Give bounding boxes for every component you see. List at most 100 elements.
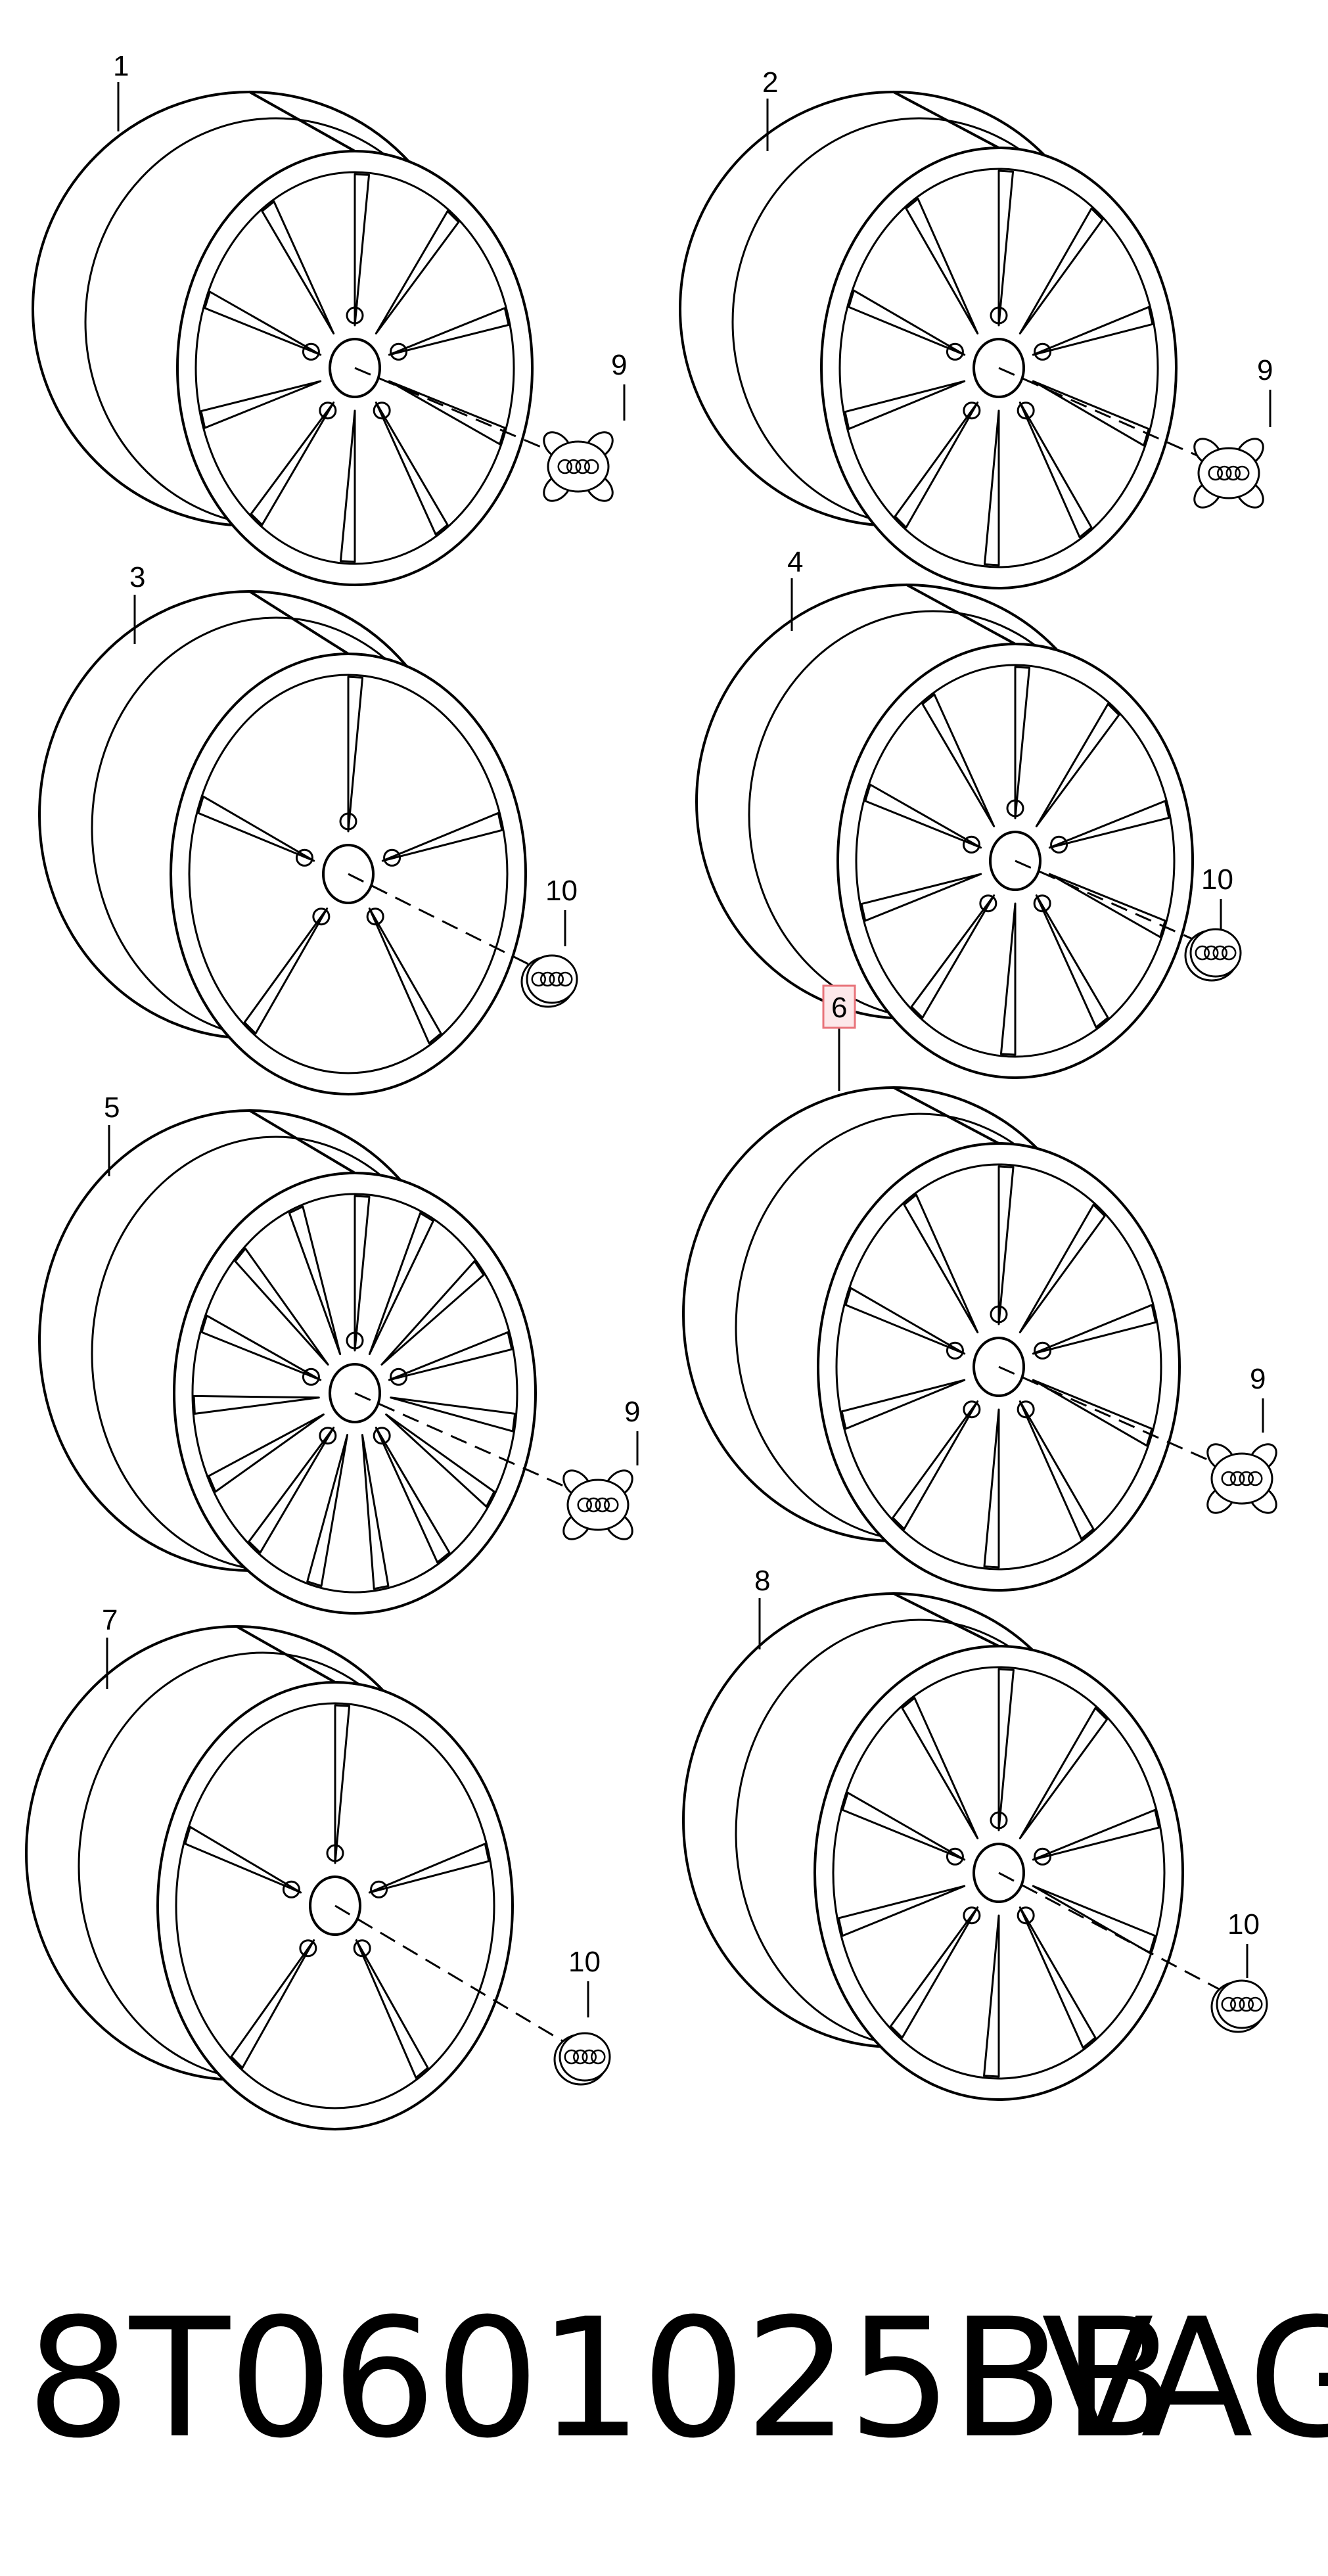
wheel-spoke: [288, 1205, 342, 1356]
wheel-spoke: [983, 409, 1000, 566]
cap-ring: [584, 459, 599, 474]
wheel-spoke: [894, 402, 979, 529]
center-cap-round: [553, 2032, 611, 2086]
cap-ring: [1248, 1996, 1263, 2012]
wheel-spoke: [243, 908, 329, 1035]
wheel-lug-hole: [370, 1880, 388, 1898]
callout-6: 6: [831, 992, 847, 1024]
wheel-spoke: [1035, 702, 1120, 827]
wheel-lug-hole: [346, 1331, 364, 1350]
wheel-lug-hole: [1034, 342, 1052, 361]
cap-ring: [595, 1497, 610, 1513]
wheel-face-inner: [188, 674, 509, 1074]
wheel-spoke: [184, 1826, 302, 1894]
callout-9-wheel-6: 9: [1250, 1363, 1266, 1395]
cap-body: [526, 954, 578, 1004]
wheel-4: [695, 584, 1194, 1079]
cap-ring: [604, 1497, 619, 1513]
wheel-spoke: [1019, 207, 1104, 334]
center-cap-round: [1210, 1979, 1268, 2033]
wheel-lug-hole: [963, 1906, 981, 1925]
wheel-spoke: [354, 1195, 371, 1352]
wheel-spoke: [200, 380, 322, 429]
cap-ring: [1212, 945, 1227, 961]
brand-name: VAG: [1042, 2283, 1328, 2474]
wheel-face-inner: [195, 171, 515, 565]
cap-ring: [564, 2049, 579, 2065]
wheel-lug-hole: [1006, 799, 1024, 817]
axis-line: [348, 873, 546, 974]
callout-10-wheel-4: 10: [1201, 863, 1233, 896]
wheel-lug-hole: [990, 1811, 1008, 1829]
wheel-spoke: [388, 380, 506, 446]
wheel-spoke: [1048, 800, 1170, 849]
wheel-rim-top: [892, 91, 1000, 149]
wheel-spoke: [860, 873, 982, 922]
wheel-spoke: [193, 1394, 320, 1415]
wheel-spoke: [261, 200, 335, 334]
wheel-lug-hole: [390, 1368, 408, 1386]
wheel-face-inner: [175, 1702, 495, 2109]
wheel-rim-top: [905, 584, 1017, 645]
wheel-lug-hole: [373, 402, 391, 420]
cap-ring: [549, 971, 564, 987]
wheel-lug-hole: [282, 1880, 300, 1898]
wheel-lug-hole: [946, 342, 964, 361]
wheel-spoke: [901, 1697, 979, 1839]
wheel-spoke: [844, 1287, 966, 1355]
wheel-spoke: [910, 894, 996, 1019]
callout-7: 7: [102, 1604, 118, 1636]
wheel-lug-hole: [319, 1427, 337, 1445]
wheel-lug-hole: [302, 342, 320, 361]
wheel-spoke: [864, 783, 982, 849]
axis-line: [334, 1904, 579, 2052]
cap-body: [1210, 1452, 1273, 1505]
wheel-3: [38, 590, 527, 1095]
cap-ring: [1208, 465, 1223, 481]
cap-ring: [531, 971, 546, 987]
callout-10-wheel-3: 10: [545, 875, 578, 907]
wheel-spoke: [250, 402, 335, 526]
wheel-lug-hole: [312, 908, 331, 926]
wheel-lug-hole: [302, 1368, 320, 1386]
wheel-spoke: [841, 1791, 966, 1861]
wheel-spoke: [381, 812, 503, 862]
center-cap-round: [1184, 928, 1242, 982]
wheel-spoke: [1035, 894, 1109, 1028]
cap-ring: [1239, 1996, 1254, 2012]
wheel-1: [32, 91, 534, 586]
cap-ring: [1239, 1471, 1254, 1486]
center-cap-prong: [1193, 438, 1264, 509]
wheel-spoke: [200, 1314, 322, 1381]
wheel-spoke: [390, 1396, 516, 1433]
cap-body: [559, 2032, 611, 2082]
cap-ring: [1230, 1471, 1245, 1486]
axis-line: [354, 1392, 592, 1500]
cap-ring: [558, 971, 573, 987]
cap-ring: [591, 2049, 606, 2065]
wheel-spoke: [361, 1434, 390, 1590]
wheel-lug-hole: [963, 1400, 981, 1419]
wheel-5: [38, 1109, 537, 1615]
wheel-spoke: [1032, 1808, 1160, 1861]
wheel-spoke: [1032, 1379, 1153, 1447]
wheel-6: [682, 1086, 1181, 1592]
axis-line: [354, 367, 572, 461]
wheel-spoke: [248, 1427, 335, 1554]
wheel-lug-hole: [1017, 1400, 1035, 1419]
wheel-rim-top: [892, 1592, 1000, 1647]
wheel-2: [679, 91, 1178, 589]
callout-5: 5: [104, 1092, 120, 1124]
wheel-lug-hole: [319, 402, 337, 420]
wheel-spoke: [1014, 666, 1031, 819]
callout-9-wheel-1: 9: [611, 349, 627, 381]
center-cap-prong: [543, 431, 614, 502]
wheel-spoke: [848, 289, 966, 356]
axis-line: [998, 367, 1223, 468]
wheel-lug-hole: [295, 848, 313, 867]
cap-ring: [573, 2049, 588, 2065]
wheel-lug-hole: [990, 306, 1008, 325]
wheel-spoke: [1032, 380, 1150, 447]
wheel-spoke: [368, 908, 442, 1045]
wheel-spoke: [837, 1885, 966, 1937]
